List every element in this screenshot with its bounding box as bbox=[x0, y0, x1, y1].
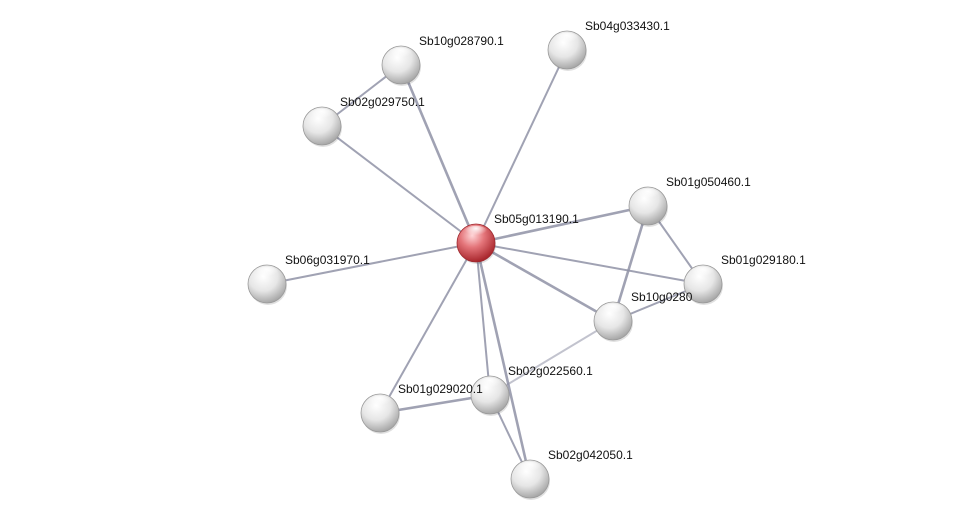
edge bbox=[475, 242, 491, 396]
protein-node[interactable]: Sb10g028790.1 bbox=[381, 34, 504, 86]
node-highlight bbox=[368, 395, 392, 410]
edge bbox=[489, 320, 614, 396]
protein-node[interactable]: Sb01g029180.1 bbox=[683, 253, 806, 305]
node-label: Sb02g029750.1 bbox=[340, 95, 425, 109]
query-node[interactable]: Sb05g013190.1 bbox=[456, 212, 579, 264]
protein-node[interactable]: Sb04g033430.1 bbox=[547, 19, 670, 71]
node-label: Sb04g033430.1 bbox=[585, 19, 670, 33]
edge bbox=[611, 205, 650, 322]
node-label: Sb02g022560.1 bbox=[508, 364, 593, 378]
node-highlight bbox=[255, 266, 279, 281]
node-label: Sb01g050460.1 bbox=[666, 175, 751, 189]
edge bbox=[474, 242, 532, 480]
node-highlight bbox=[310, 108, 334, 123]
edge bbox=[379, 242, 477, 414]
node-highlight bbox=[555, 32, 579, 47]
node-label: Sb05g013190.1 bbox=[494, 212, 579, 226]
protein-node[interactable]: Sb02g042050.1 bbox=[510, 448, 633, 500]
edge bbox=[321, 125, 477, 244]
edge bbox=[475, 241, 614, 323]
node-highlight bbox=[601, 303, 625, 318]
edge bbox=[399, 64, 478, 244]
edge bbox=[475, 204, 649, 245]
protein-node[interactable]: Sb01g050460.1 bbox=[628, 175, 751, 227]
node-label: Sb02g042050.1 bbox=[548, 448, 633, 462]
node-highlight bbox=[464, 225, 488, 240]
edge bbox=[475, 242, 704, 285]
node-highlight bbox=[691, 266, 715, 281]
protein-node[interactable]: Sb02g029750.1 bbox=[302, 95, 425, 147]
protein-node[interactable]: Sb06g031970.1 bbox=[247, 253, 370, 305]
nodes-layer: Sb05g013190.1 Sb10g028790.1 Sb04g033430.1S… bbox=[247, 19, 806, 500]
node-highlight bbox=[518, 461, 542, 476]
edge bbox=[475, 49, 568, 244]
edge bbox=[266, 242, 477, 285]
protein-node[interactable]: Sb10g0280 bbox=[593, 290, 693, 342]
node-highlight bbox=[636, 188, 660, 203]
node-highlight bbox=[389, 47, 413, 62]
node-label: Sb01g029180.1 bbox=[721, 253, 806, 267]
protein-node[interactable]: Sb02g022560.1 bbox=[470, 364, 593, 416]
node-label: Sb01g029020.1 bbox=[398, 382, 483, 396]
node-label: Sb10g028790.1 bbox=[419, 34, 504, 48]
node-label: Sb06g031970.1 bbox=[285, 253, 370, 267]
protein-node[interactable]: Sb01g029020.1 bbox=[360, 382, 483, 434]
node-label: Sb10g0280 bbox=[631, 290, 693, 304]
node-highlight bbox=[478, 377, 502, 392]
